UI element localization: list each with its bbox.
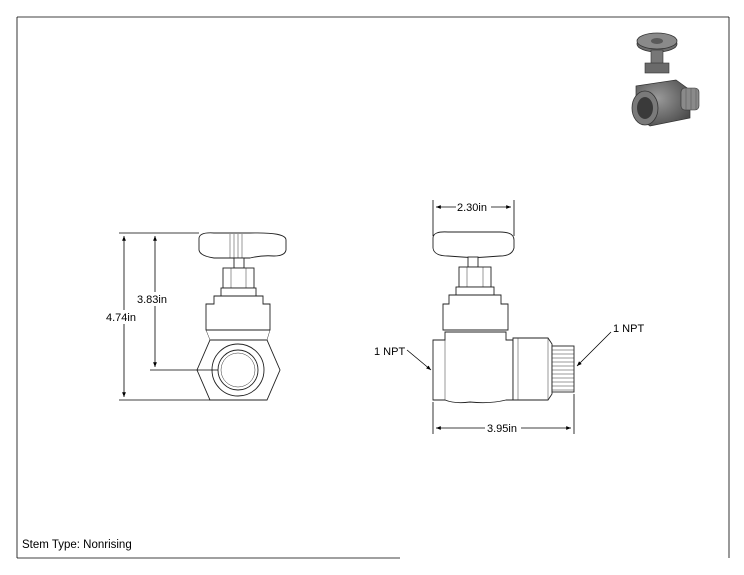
dimension-center-height-label: 3.83in	[137, 294, 167, 306]
dimension-overall-length: 3.95in	[432, 394, 575, 435]
dimension-overall-height: 4.74in	[106, 232, 210, 401]
callout-inlet-label: 1 NPT	[374, 346, 405, 358]
dimension-handwheel-diameter-label: 2.30in	[457, 202, 487, 214]
dimension-overall-height-label: 4.74in	[106, 312, 136, 324]
dimension-center-height: 3.83in	[137, 236, 218, 371]
drawing-frame	[16, 16, 730, 559]
valve-end-view	[196, 232, 287, 401]
thread-lines	[552, 349, 574, 391]
valve-isometric-thumbnail	[631, 32, 700, 127]
callout-outlet-npt: 1 NPT	[576, 323, 644, 367]
dimension-overall-length-label: 3.95in	[487, 423, 517, 435]
dimension-handwheel-diameter: 2.30in	[432, 200, 515, 236]
callout-inlet-npt: 1 NPT	[374, 346, 432, 371]
callout-outlet-label: 1 NPT	[613, 323, 644, 335]
stem-type-note: Stem Type: Nonrising	[22, 539, 132, 551]
valve-side-view	[432, 231, 575, 404]
